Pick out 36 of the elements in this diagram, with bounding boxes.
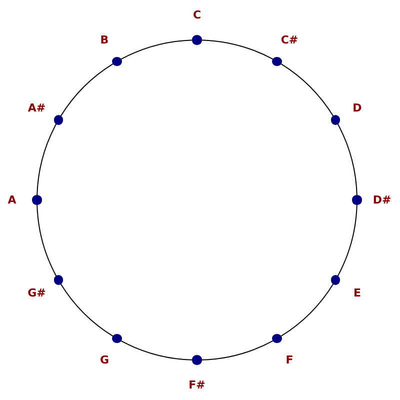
circle-arc <box>201 40 274 60</box>
circle-arc <box>60 283 114 337</box>
dot-marker <box>330 115 340 125</box>
note-label: G <box>100 354 110 367</box>
circle-arc <box>36 204 57 276</box>
note-label: G# <box>28 286 46 299</box>
note-label: B <box>100 33 109 46</box>
note-label: C <box>192 8 202 22</box>
dot-marker <box>32 195 42 205</box>
dot-marker <box>192 35 202 45</box>
dot-marker <box>330 275 340 285</box>
dot-marker <box>112 334 122 344</box>
note-label: D <box>352 101 362 114</box>
dot-marker <box>54 115 64 125</box>
circle-arc <box>337 124 358 196</box>
circle-arc <box>60 63 114 117</box>
circle-arc <box>337 204 358 276</box>
note-label: F <box>286 354 294 367</box>
note-label: F# <box>188 378 206 392</box>
note-label: C# <box>280 33 298 46</box>
circle-arc <box>36 124 57 196</box>
dot-marker <box>272 334 282 344</box>
note-label: A# <box>28 101 46 114</box>
note-label: D# <box>372 194 392 206</box>
circle-arc <box>120 340 193 360</box>
dot-marker <box>54 275 64 285</box>
dot-marker <box>272 56 282 66</box>
dot-marker <box>192 355 202 365</box>
circle-arc <box>280 283 334 337</box>
circle-arc <box>280 63 334 117</box>
note-label: E <box>353 286 361 299</box>
dot-marker <box>352 195 362 205</box>
note-label: A <box>8 194 16 206</box>
dot-marker <box>112 56 122 66</box>
circle-arc <box>120 40 193 60</box>
circle-arc <box>201 340 274 360</box>
